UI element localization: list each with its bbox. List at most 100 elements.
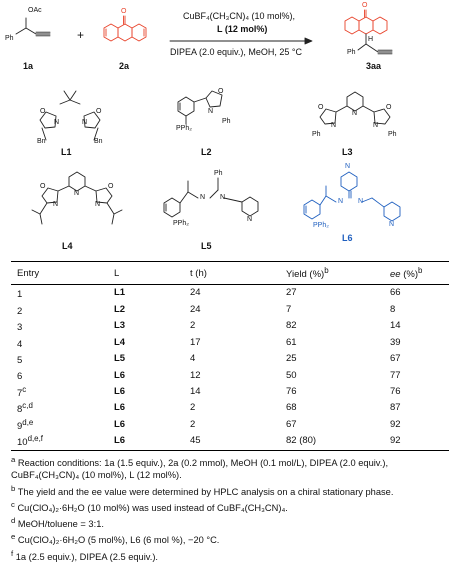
atom-o-2a: O <box>121 8 127 15</box>
atom-n-l5-amine: N <box>200 194 206 201</box>
cell-ligand: L6 <box>114 435 126 447</box>
footnote: b The yield and the ee value were determ… <box>11 483 394 497</box>
cell-ligand: L6 <box>114 418 126 430</box>
header-yield: Yield (%)b <box>286 266 329 281</box>
cell-time: 2 <box>190 418 196 430</box>
cell-ee: 66 <box>390 287 401 299</box>
header-entry: Entry <box>17 267 40 279</box>
ligand-label-l3: L3 <box>342 147 353 157</box>
cell-entry: 2 <box>17 305 23 317</box>
compound-2a-structure <box>103 15 147 42</box>
compound-3aa-structure <box>344 9 393 55</box>
cell-yield: 7 <box>286 303 292 315</box>
atom-ph-l3-left: Ph <box>312 131 321 138</box>
atom-n-l4-pyr: N <box>74 190 80 197</box>
condition-ligand: L (12 mol%) <box>217 24 268 34</box>
ligand-l2-structure <box>177 90 223 125</box>
cell-ee: 8 <box>390 303 396 315</box>
ligand-label-l6: L6 <box>342 233 353 243</box>
cell-entry: 3 <box>17 322 23 334</box>
atom-n-l5-pyr: N <box>247 216 253 223</box>
table-row: 2 L2 24 7 8 <box>11 302 449 318</box>
atom-ph-l3-right: Ph <box>388 131 397 138</box>
cell-ligand: L6 <box>114 385 126 397</box>
cell-entry: 4 <box>17 338 23 350</box>
atom-n-l4-left: N <box>53 201 59 208</box>
ligand-l6-structure <box>303 171 401 222</box>
ligand-label-l1: L1 <box>61 147 72 157</box>
ligand-label-l4: L4 <box>62 241 73 251</box>
reaction-scheme: OAc Ph O O Ph H O O N N Bn Bn O N PPh₂ P… <box>0 0 457 262</box>
footnote: a Reaction conditions: 1a (1.5 equiv.), … <box>11 455 389 481</box>
cell-ee: 92 <box>390 418 401 430</box>
cell-time: 12 <box>190 369 201 381</box>
atom-n-l6-pyr: N <box>389 221 395 228</box>
cell-ee: 76 <box>390 385 401 397</box>
cell-entry: 6 <box>17 371 23 383</box>
footnote: d MeOH/toluene = 3:1. <box>11 516 104 530</box>
compound-1a-structure <box>15 17 51 37</box>
atom-ph-3aa: Ph <box>347 49 356 56</box>
atom-n-l2: N <box>208 108 214 115</box>
cell-ee: 92 <box>390 435 401 447</box>
atom-o-l2: O <box>218 88 224 95</box>
cell-yield: 61 <box>286 336 297 348</box>
header-ligand: L <box>114 267 120 279</box>
cell-ligand: L3 <box>114 320 126 332</box>
cell-yield: 68 <box>286 402 297 414</box>
cell-entry: 9d,e <box>17 417 34 432</box>
atom-n-l5-imine: N <box>220 194 226 201</box>
condition-base-solvent: DIPEA (2.0 equiv.), MeOH, 25 °C <box>170 47 302 57</box>
atom-o-l4-left: O <box>40 183 46 190</box>
cell-time: 45 <box>190 435 201 447</box>
cell-ligand: L1 <box>114 287 126 299</box>
cell-yield: 82 <box>286 320 297 332</box>
footnote: e Cu(ClO₄)₂·6H₂O (5 mol%), L6 (6 mol %),… <box>11 532 220 546</box>
cell-time: 17 <box>190 336 201 348</box>
cell-time: 2 <box>190 402 196 414</box>
atom-n-l3-pyr: N <box>352 110 358 117</box>
atom-o-l3-right: O <box>386 104 392 111</box>
atom-o-l1-left: O <box>40 108 46 115</box>
cell-ligand: L6 <box>114 402 126 414</box>
compound-3aa-label: 3aa <box>366 61 382 71</box>
table-header-row: Entry L t (h) Yield (%)b ee (%)b <box>11 261 449 285</box>
cell-ee: 77 <box>390 369 401 381</box>
cell-time: 2 <box>190 320 196 332</box>
condition-catalyst: CuBF₄(CH₃CN)₄ (10 mol%), <box>183 11 296 21</box>
ligand-l5-structure <box>163 177 259 218</box>
footnote: f 1a (2.5 equiv.), DIPEA (2.5 equiv.). <box>11 548 159 562</box>
atom-n-l3-left: N <box>331 122 337 129</box>
ligand-label-l2: L2 <box>201 147 212 157</box>
ligand-l1-structure <box>39 90 101 141</box>
compound-2a-label: 2a <box>119 61 130 71</box>
ligand-label-l5: L5 <box>201 241 212 251</box>
cell-time: 24 <box>190 303 201 315</box>
atom-bn-l1-right: Bn <box>94 138 103 145</box>
footnote: c Cu(ClO₄)₂·6H₂O (10 mol%) was used inst… <box>11 499 288 513</box>
atom-pph2-l6: PPh₂ <box>313 222 329 229</box>
atom-n-l6-imine: N <box>358 198 364 205</box>
cell-entry: 5 <box>17 355 23 367</box>
atom-n-l1-left: N <box>54 119 60 126</box>
cell-ligand: L2 <box>114 303 126 315</box>
reaction-arrow <box>169 37 313 45</box>
atom-ph-l5: Ph <box>214 170 223 177</box>
cell-time: 24 <box>190 287 201 299</box>
atom-ph-l2: Ph <box>222 118 231 125</box>
cell-yield: 82 (80) <box>286 435 317 447</box>
scheme-drawing <box>15 9 401 225</box>
ligand-l4-structure <box>31 171 123 225</box>
atom-n-l4-right: N <box>95 201 101 208</box>
cell-ligand: L5 <box>114 353 126 365</box>
